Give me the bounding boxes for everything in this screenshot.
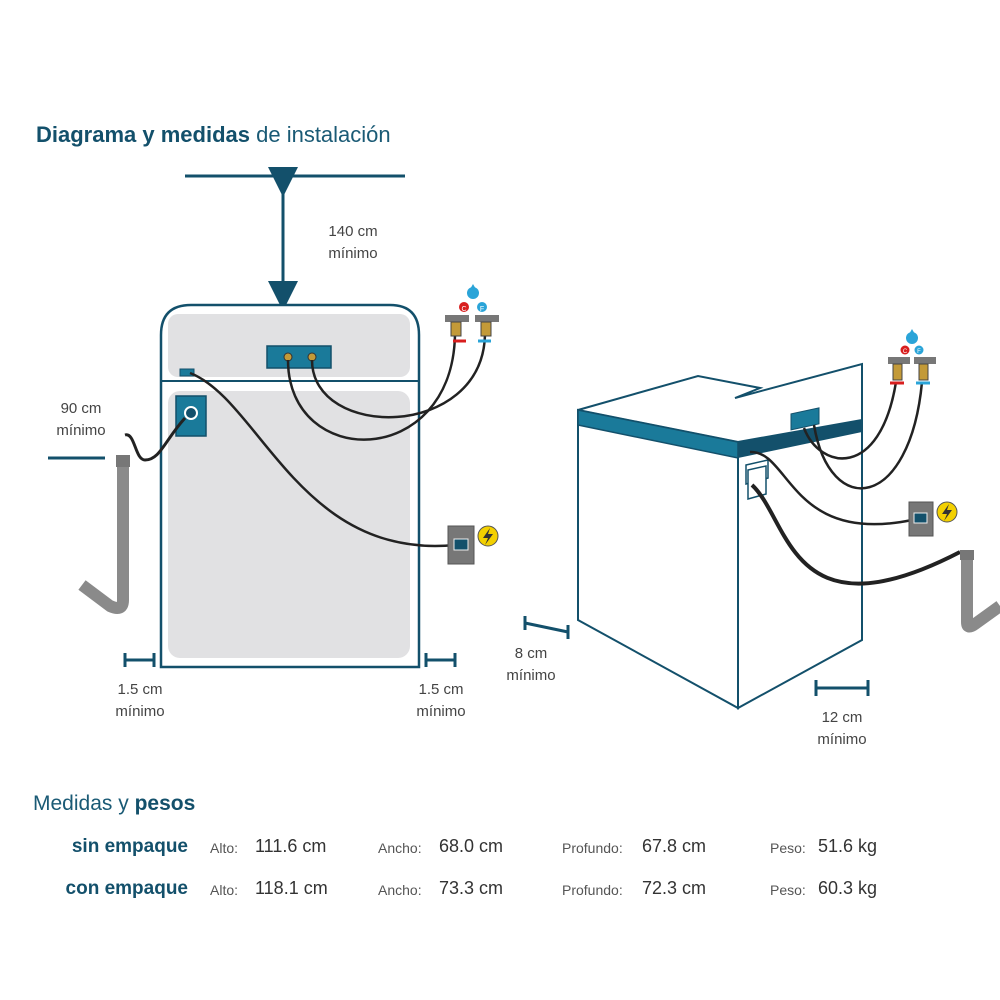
- side-gap-label: 12 cm mínimo: [817, 709, 867, 748]
- iso-faucet-cold-label: F: [917, 349, 921, 355]
- spec-ancho: 73.3 cm: [439, 878, 504, 898]
- row-label-sin-empaque: sin empaque: [71, 836, 188, 857]
- iso-drain-pipe: [960, 550, 1000, 633]
- spec-alto: 111.6 cm: [255, 836, 327, 856]
- spec-profundo: 72.3 cm: [642, 878, 707, 898]
- front-drain-pipe: [48, 455, 130, 614]
- row-label-con-empaque: con empaque: [65, 878, 188, 899]
- drain-height-label: 90 cm mínimo: [56, 400, 106, 439]
- spec-peso: 60.3 kg: [818, 878, 878, 898]
- title-regular: de instalación: [256, 122, 391, 147]
- front-faucets: [445, 284, 499, 343]
- iso-faucet-hot-label: C: [903, 349, 908, 355]
- right-side-label: 1.5 cm mínimo: [416, 681, 466, 720]
- front-power-outlet: [447, 525, 499, 565]
- washer-isometric: [577, 362, 863, 710]
- title-bold: Diagrama y medidas: [36, 122, 250, 147]
- iso-control-panel: [790, 407, 820, 431]
- installation-diagram: C F C F: [48, 167, 1000, 710]
- spec-profundo: 67.8 cm: [642, 836, 707, 856]
- iso-power-outlet: [908, 501, 958, 537]
- spec-peso: 51.6 kg: [818, 836, 878, 856]
- back-gap-label: 8 cm mínimo: [506, 645, 556, 684]
- spec-ancho: 68.0 cm: [439, 836, 504, 856]
- faucet-cold-label: F: [480, 306, 484, 313]
- top-clearance-label: 140 cm mínimo: [328, 223, 378, 262]
- faucet-hot-label: C: [461, 306, 466, 313]
- specs-title: Medidas y pesos: [33, 792, 196, 815]
- front-control-panel: [266, 345, 332, 369]
- iso-faucets: [888, 329, 936, 385]
- left-side-label: 1.5 cm mínimo: [115, 681, 165, 720]
- page-title: Diagrama y medidas de instalación: [36, 122, 391, 148]
- spec-alto: 118.1 cm: [255, 878, 328, 898]
- washer-front: [159, 303, 421, 669]
